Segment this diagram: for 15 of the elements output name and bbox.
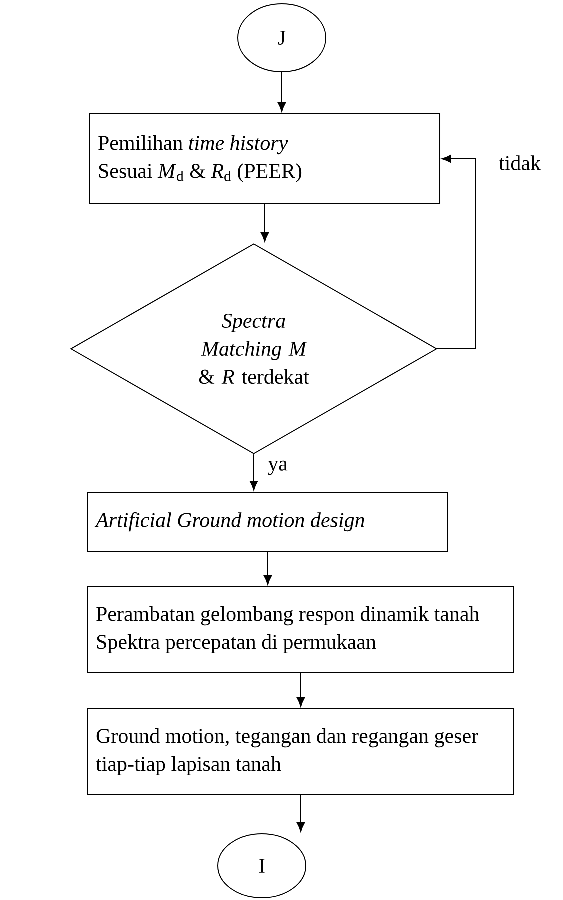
edge-label: ya bbox=[267, 460, 289, 476]
arrow bbox=[437, 154, 476, 350]
terminator-oval: J bbox=[238, 4, 326, 72]
process-box: Pemilihan time history Sesuai M$_{d}$ & R$_{d}$ (PEER) bbox=[90, 114, 440, 204]
terminator-oval: I bbox=[218, 834, 306, 898]
process-box: Perambatan gelombang respon dinamik tanah Spektra percepatan di permukaan bbox=[88, 586, 514, 674]
arrow bbox=[296, 673, 306, 708]
arrow bbox=[278, 72, 286, 112]
process-box: Artificial Ground motion design bbox=[88, 492, 448, 552]
arrow bbox=[250, 454, 258, 491]
arrow bbox=[260, 204, 270, 242]
edge-label: tidak bbox=[498, 154, 542, 172]
arrow bbox=[264, 552, 272, 586]
process-box: Ground motion, tegangan dan regangan geser tiap-tiap lapisan tanah bbox=[88, 708, 514, 796]
arrow bbox=[296, 795, 306, 832]
